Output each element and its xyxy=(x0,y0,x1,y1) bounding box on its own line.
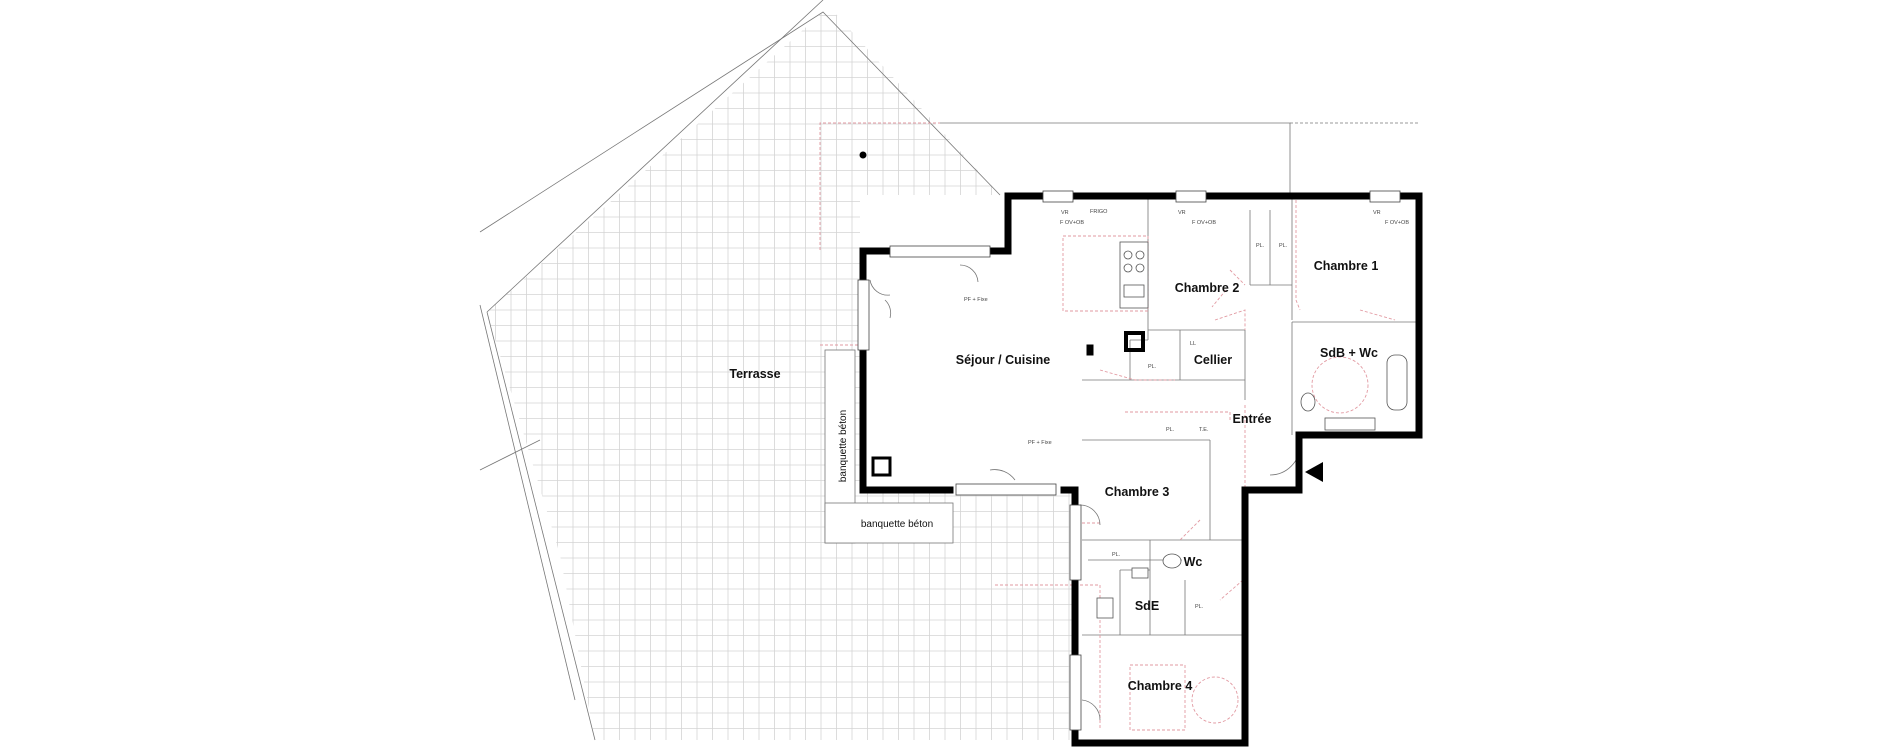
windows: F OV+OB F OV+OB F OV+OB VR VR VR PF + Fi… xyxy=(857,190,1409,731)
room-wc: Wc xyxy=(1184,555,1203,569)
vr-note-1: VR xyxy=(1061,210,1069,216)
bench-horizontal: banquette béton xyxy=(824,502,954,544)
entrance-arrow-icon xyxy=(1305,462,1323,482)
bathtub xyxy=(1386,354,1408,411)
room-chambre-4: Chambre 4 xyxy=(1128,679,1193,693)
pl-label-6: PL. xyxy=(1195,604,1204,610)
bench-vertical-label: banquette béton xyxy=(838,410,849,482)
bench-horizontal-label: banquette béton xyxy=(861,519,933,530)
shower-tray xyxy=(1096,597,1114,619)
duct-2 xyxy=(871,456,892,477)
room-sde: SdE xyxy=(1135,599,1159,613)
window-note-3: F OV+OB xyxy=(1385,220,1409,226)
pf-fixe-note-2: PF + Fixe xyxy=(1028,440,1052,446)
annotations: PL. PL. PL. PL. PL. PL. T.E. LL xyxy=(1112,243,1288,610)
kitchen: FRIGO xyxy=(871,209,1149,477)
terrace-outline xyxy=(479,0,1420,741)
pl-label-3: PL. xyxy=(1148,364,1157,370)
room-entree: Entrée xyxy=(1233,412,1272,426)
ll-label: LL xyxy=(1190,341,1196,347)
te-label: T.E. xyxy=(1199,427,1209,433)
room-sejour-cuisine: Séjour / Cuisine xyxy=(956,353,1051,367)
pl-label-2: PL. xyxy=(1279,243,1288,249)
pf-fixe-note-1: PF + Fixe xyxy=(964,297,988,303)
room-terrasse: Terrasse xyxy=(729,367,780,381)
duct xyxy=(1124,331,1145,352)
room-cellier: Cellier xyxy=(1194,353,1232,367)
room-labels: Terrasse Séjour / Cuisine Chambre 1 Cham… xyxy=(729,259,1378,693)
room-chambre-3: Chambre 3 xyxy=(1105,485,1170,499)
pl-label-5: PL. xyxy=(1112,552,1121,558)
room-chambre-1: Chambre 1 xyxy=(1314,259,1379,273)
pl-label-1: PL. xyxy=(1256,243,1265,249)
interior-partitions xyxy=(1082,196,1419,636)
frigo-label: FRIGO xyxy=(1090,209,1108,215)
terrace-point-marker xyxy=(859,151,867,159)
apartment-floor xyxy=(863,196,1419,743)
pl-label-4: PL. xyxy=(1166,427,1175,433)
window-note-2: F OV+OB xyxy=(1192,220,1216,226)
window-note-1: F OV+OB xyxy=(1060,220,1084,226)
toilet-wc xyxy=(1162,553,1182,569)
vanity xyxy=(1324,417,1376,431)
vr-note-3: VR xyxy=(1373,210,1381,216)
kitchen-counter xyxy=(1119,241,1149,309)
bathroom-fixtures xyxy=(1096,354,1408,619)
furniture-outlines xyxy=(995,195,1396,731)
sink-sde xyxy=(1131,567,1149,579)
vr-note-2: VR xyxy=(1178,210,1186,216)
toilet-sdb xyxy=(1300,392,1316,412)
room-sdb-wc: SdB + Wc xyxy=(1320,346,1378,360)
room-chambre-2: Chambre 2 xyxy=(1175,281,1240,295)
